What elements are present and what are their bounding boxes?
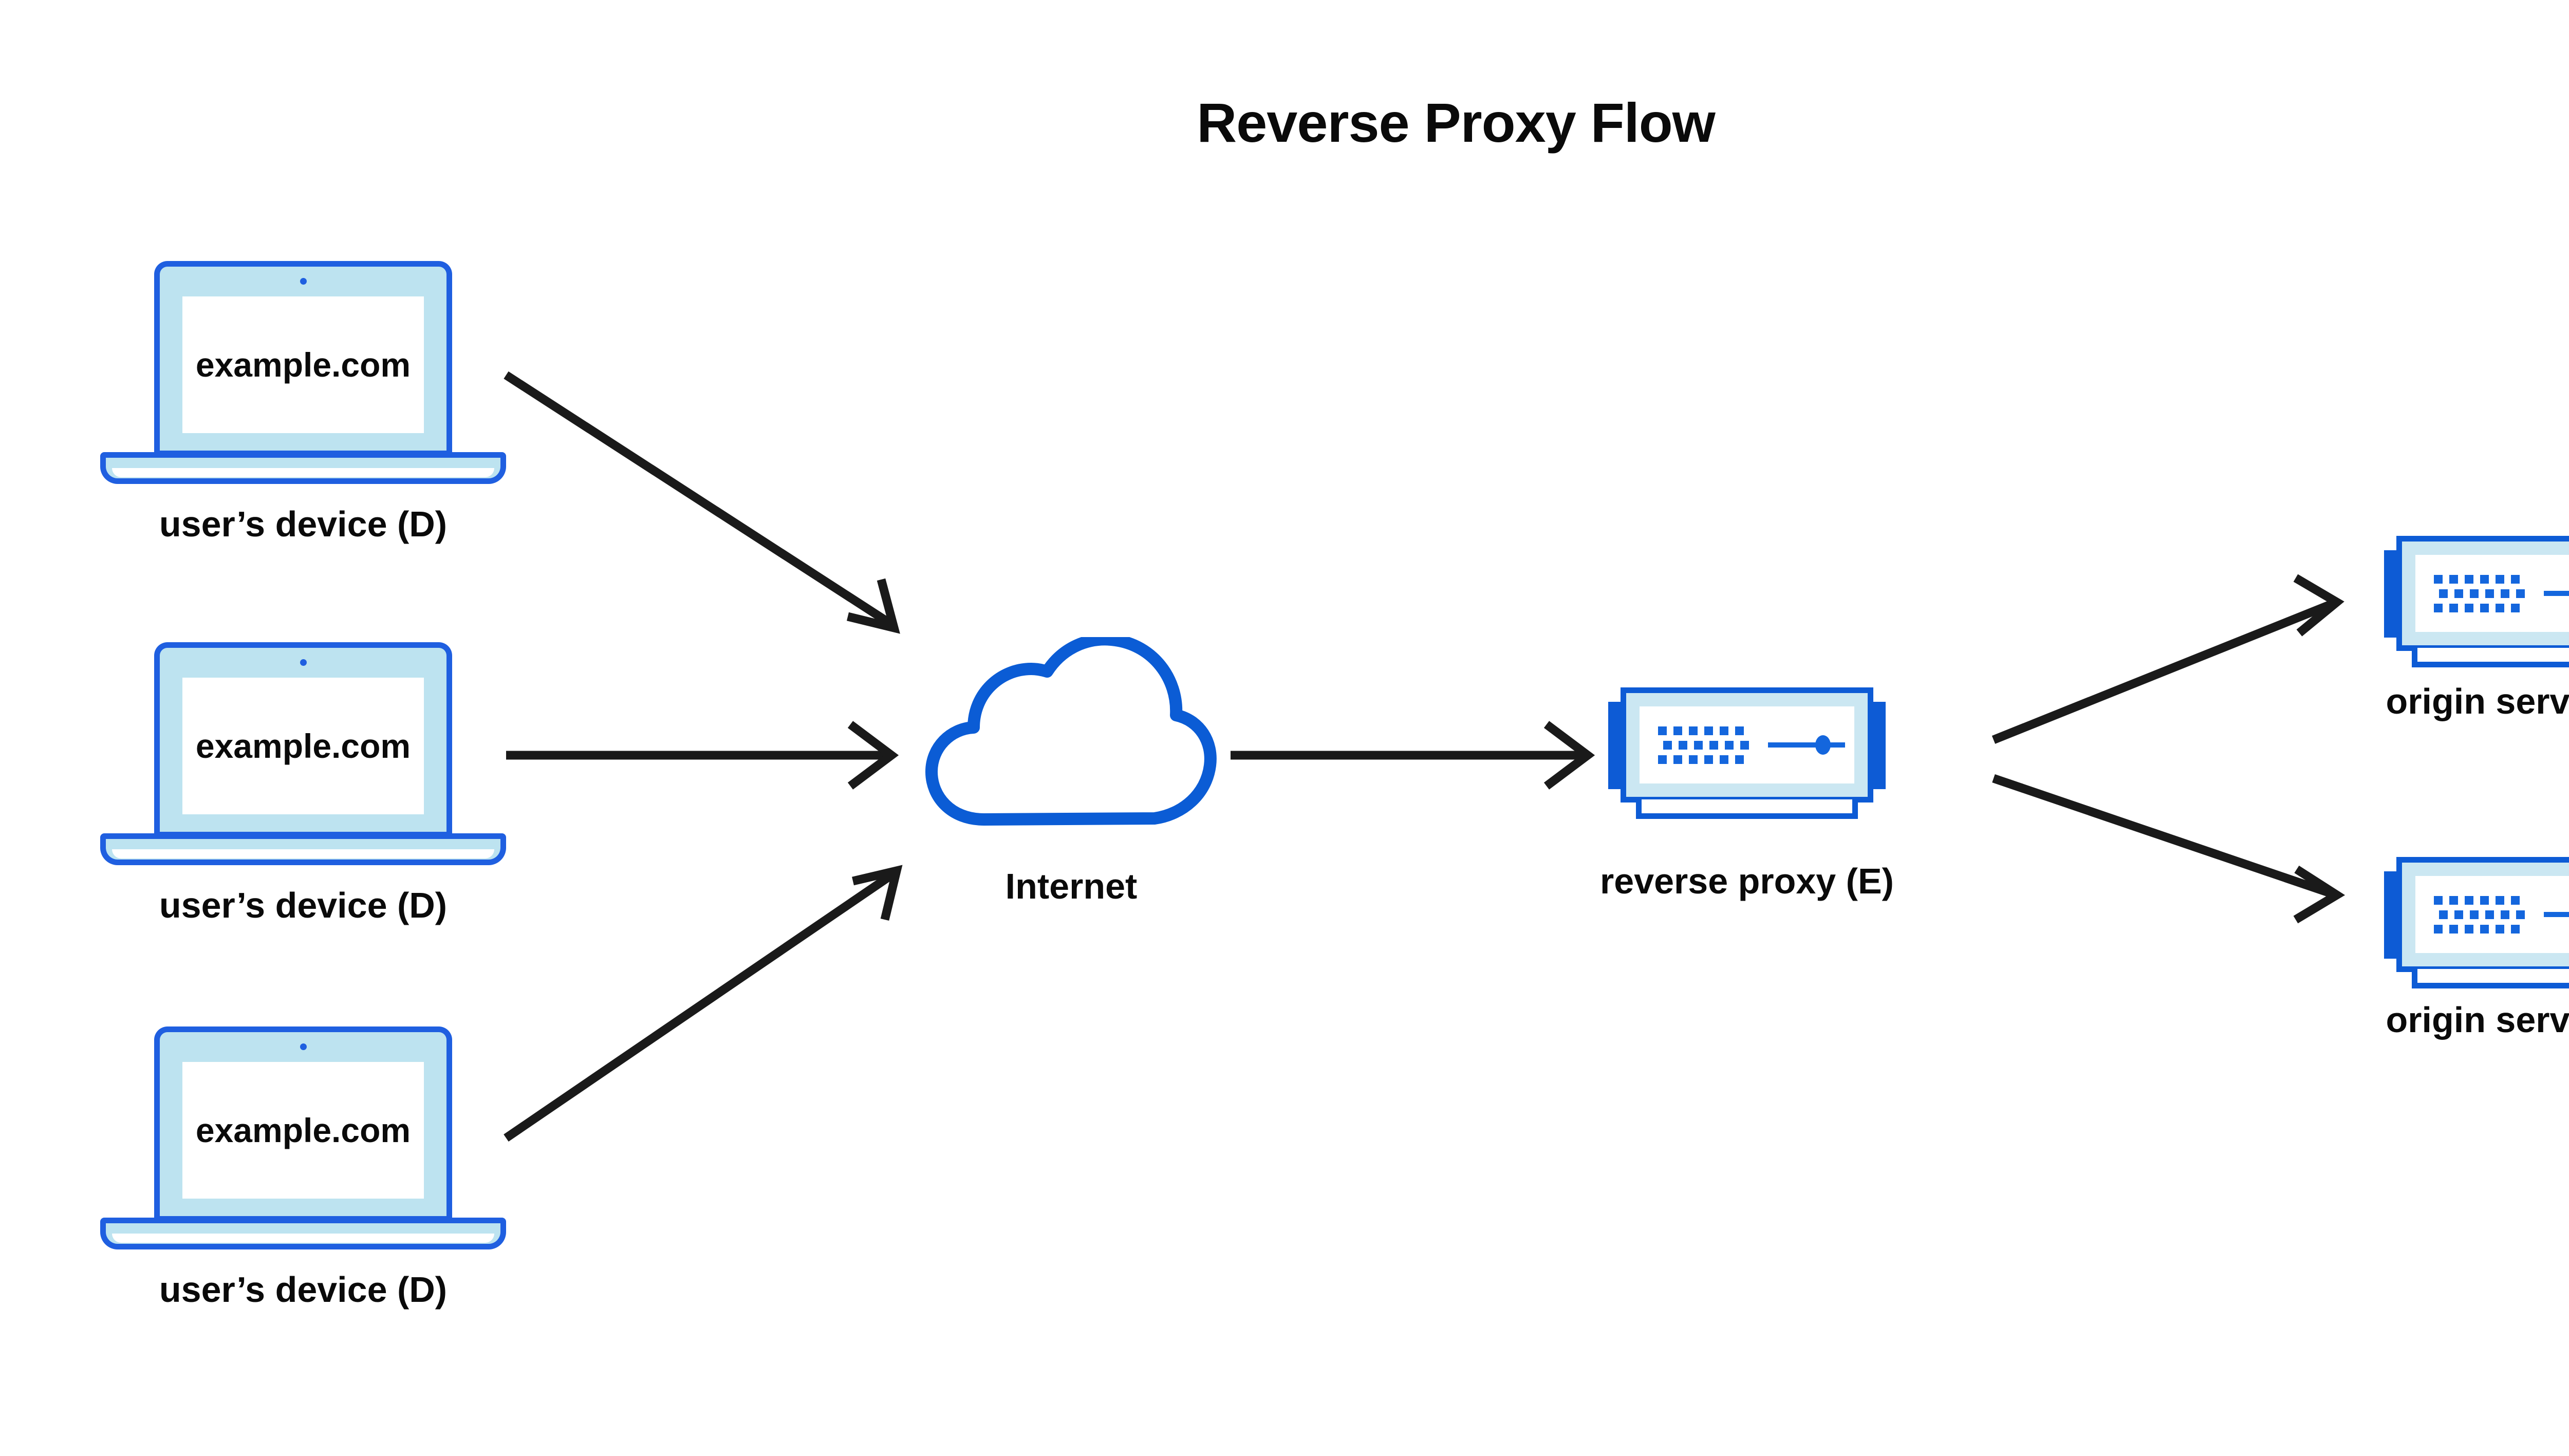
node-reverse-proxy[interactable]	[1608, 678, 1886, 832]
camera-icon	[300, 659, 307, 666]
label-reverse-proxy: reverse proxy (E)	[1600, 861, 1894, 901]
laptop-lid: example.com	[154, 1026, 452, 1222]
node-user-device-1[interactable]: example.com	[100, 261, 506, 497]
cloud-icon	[925, 633, 1217, 826]
label-origin-server-2: origin server (F)	[2386, 1000, 2569, 1040]
server-shelf	[1636, 799, 1858, 819]
laptop-lid: example.com	[154, 261, 452, 456]
server-led-icon	[1815, 735, 1831, 755]
screen-url-text: example.com	[195, 727, 411, 765]
server-vents-icon	[2434, 896, 2525, 934]
node-user-device-3[interactable]: example.com	[100, 1026, 506, 1263]
server-panel	[1640, 706, 1854, 783]
server-body	[2396, 536, 2569, 651]
server-vents-icon	[2434, 575, 2525, 612]
label-user-device-1: user’s device (D)	[159, 504, 448, 544]
camera-icon	[300, 1043, 307, 1050]
node-origin-server-1[interactable]	[2384, 527, 2569, 681]
laptop-screen: example.com	[182, 296, 424, 433]
arrow-proxy-origin2	[1992, 774, 2345, 924]
label-internet: Internet	[1005, 866, 1138, 906]
server-body	[2396, 857, 2569, 972]
laptop-lid: example.com	[154, 642, 452, 837]
node-origin-server-2[interactable]	[2384, 848, 2569, 1002]
server-shelf	[2412, 969, 2569, 988]
laptop-base-highlight	[112, 849, 494, 858]
server-status-bar	[2544, 912, 2569, 917]
camera-icon	[300, 278, 307, 285]
laptop-base	[100, 833, 506, 865]
screen-url-text: example.com	[195, 1111, 411, 1149]
server-status-bar	[1768, 742, 1845, 748]
laptop-base	[100, 1218, 506, 1249]
arrow-internet-proxy	[1231, 721, 1595, 790]
server-shelf	[2412, 648, 2569, 667]
server-panel	[2415, 876, 2569, 953]
arrow-device3-internet	[504, 865, 903, 1142]
node-internet[interactable]	[922, 633, 1220, 832]
laptop-screen: example.com	[182, 1062, 424, 1199]
node-user-device-2[interactable]: example.com	[100, 642, 506, 879]
laptop-base-highlight	[112, 1234, 494, 1243]
server-body	[1621, 687, 1873, 802]
server-panel	[2415, 555, 2569, 632]
label-user-device-3: user’s device (D)	[159, 1270, 448, 1310]
screen-url-text: example.com	[195, 346, 411, 384]
laptop-base	[100, 452, 506, 484]
laptop-base-highlight	[112, 468, 494, 477]
arrow-device2-internet	[506, 721, 899, 790]
page-title: Reverse Proxy Flow	[1197, 91, 1715, 154]
arrow-proxy-origin1	[1991, 574, 2344, 744]
label-origin-server-1: origin server (F)	[2386, 681, 2569, 721]
server-vents-icon	[1658, 726, 1749, 764]
laptop-screen: example.com	[182, 678, 424, 814]
server-status-bar	[2544, 591, 2569, 596]
label-user-device-2: user’s device (D)	[159, 885, 448, 925]
arrow-device1-internet	[504, 371, 900, 634]
